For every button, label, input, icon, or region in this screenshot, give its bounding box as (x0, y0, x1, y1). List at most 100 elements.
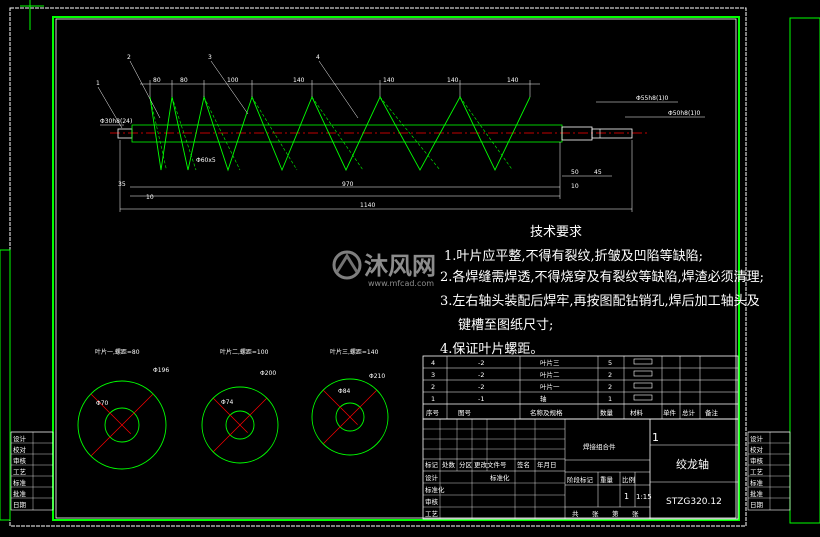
scale-value: 1:15 (636, 493, 652, 501)
side-block-label: 标准 (750, 478, 764, 487)
rev-header: 分区 (459, 460, 473, 469)
side-block-label: 批准 (750, 489, 764, 498)
dim-10b: 10 (571, 183, 579, 190)
side-block-label: 审核 (13, 456, 27, 465)
left-shaft-end (117, 128, 133, 139)
bom-cell-no: 3 (431, 371, 435, 379)
part-label-2: 2 (127, 54, 131, 61)
side-block-label: 校对 (13, 445, 27, 454)
bom-header-no: 序号 (426, 408, 440, 417)
bom-header-qty: 数量 (600, 408, 614, 417)
inner-frame (52, 16, 740, 521)
bom-header-code: 图号 (458, 409, 472, 417)
right-sheet-edge (789, 17, 820, 524)
blade-3-inner: Φ84 (338, 388, 351, 395)
bom-material-mark (633, 370, 653, 377)
blade-3-outer: Φ210 (369, 373, 385, 380)
requirement-1: 1.叶片应平整,不得有裂纹,折皱及凹陷等缺陷; (444, 248, 703, 264)
blade-outer-circle (311, 378, 389, 456)
pitch-3: 100 (227, 77, 239, 84)
side-block-label: 审核 (750, 456, 764, 465)
bom-cell-no: 1 (431, 395, 435, 403)
bom-material-mark (633, 358, 653, 365)
pitch-2: 80 (180, 77, 188, 84)
blade-views (77, 378, 389, 470)
bom-cell-name: 叶片一 (540, 382, 560, 391)
pitch-ticks (149, 80, 531, 97)
watermark-brand: 沐风网 (364, 252, 436, 280)
right-dia-label-1: Φ55h8(1)0 (636, 95, 668, 102)
inner-frame-white (55, 18, 737, 519)
sign-label: 设计 (425, 473, 439, 482)
part-label-4: 4 (316, 54, 320, 61)
blade-centerline (90, 393, 132, 435)
bom-cell-qty: 2 (608, 383, 612, 391)
helix-back-line (149, 96, 167, 171)
bom-header-name: 名称及规格 (530, 408, 563, 417)
bom-cell-code: -2 (478, 359, 484, 367)
watermark-logo-mark (335, 253, 359, 273)
helix-back-lines (149, 96, 513, 171)
helix-back-line (171, 96, 197, 171)
requirement-4: 4.保证叶片螺距。 (440, 342, 543, 357)
dim-970: 970 (342, 181, 354, 188)
bom-header-total: 总计 (682, 408, 696, 417)
stage-label-3: 比例 (622, 475, 635, 484)
side-block-label: 工艺 (13, 468, 27, 476)
bom-cell-code: -1 (478, 395, 484, 403)
rev-header: 年月日 (537, 460, 557, 469)
drawing-number: STZG320.12 (666, 497, 722, 507)
drawing-title: 绞龙轴 (676, 457, 709, 471)
dim-50: 50 (571, 169, 579, 176)
bom-cell-no: 4 (431, 359, 435, 367)
bom-cell-code: -2 (478, 371, 484, 379)
bom-cell-name: 轴 (540, 394, 547, 403)
blade-outer-circle (77, 380, 167, 470)
blade-centerline (213, 398, 248, 433)
dim-45: 45 (594, 169, 602, 176)
leader-2 (129, 60, 161, 119)
sheet-label: 张 (632, 509, 639, 518)
leader-3 (210, 60, 249, 115)
helix-back-line (311, 96, 364, 171)
sheet-label: 第 (612, 509, 619, 518)
blade-inner-circle (225, 410, 255, 440)
left-dia-label: Φ30h8(24) (100, 118, 132, 125)
leader-4 (318, 60, 359, 119)
right-dia-label-2: Φ50h8(1)0 (668, 110, 700, 117)
side-block-label: 日期 (13, 501, 27, 509)
dim-35: 35 (118, 181, 126, 188)
sign-label: 审核 (425, 497, 439, 506)
title-block (422, 418, 739, 520)
bom-material-mark (633, 382, 653, 389)
pitch-6: 140 (447, 77, 459, 84)
helix-back-line (379, 96, 441, 171)
side-block-label: 校对 (750, 445, 764, 454)
helix-back-line (203, 96, 241, 171)
right-shaft-step (561, 126, 593, 141)
pitch-5: 140 (383, 77, 395, 84)
bom-table (422, 355, 739, 420)
bom-cell-code: -2 (478, 383, 484, 391)
helix-back-line (459, 96, 513, 171)
quantity-value: 1 (652, 431, 659, 444)
part-label-3: 3 (208, 54, 212, 61)
sheet-label: 共 (572, 509, 579, 518)
bom-material-mark (633, 394, 653, 401)
left-sheet-edge (0, 249, 11, 521)
bom-header-material: 材料 (630, 408, 644, 417)
bom-cell-qty: 2 (608, 371, 612, 379)
bom-cell-no: 2 (431, 383, 435, 391)
blade-2-label: 叶片二,螺距=100 (220, 348, 269, 356)
dim-10a: 10 (146, 194, 154, 201)
blade-2-inner: Φ74 (221, 399, 234, 406)
revision-headers: 标记处数分区更改文件号签名年月日 (425, 460, 557, 469)
helix-blade (149, 95, 531, 172)
blade-centerline (323, 390, 358, 425)
watermark-logo-icon (332, 250, 362, 280)
pitch-7: 140 (507, 77, 519, 84)
pitch-4: 140 (293, 77, 305, 84)
